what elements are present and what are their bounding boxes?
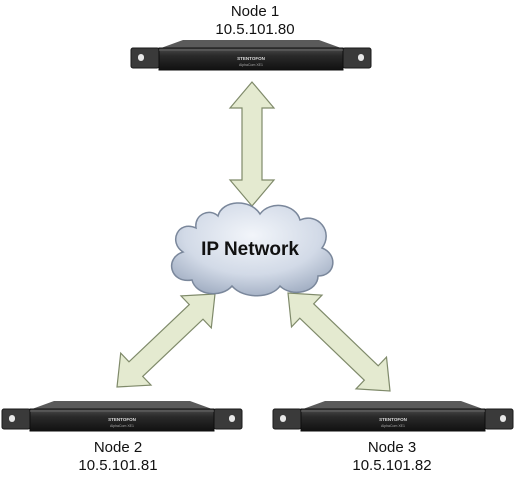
network-label: IP Network [201, 239, 299, 260]
node-2-ip: 10.5.101.81 [78, 457, 158, 474]
arrow-network-node2 [116, 293, 216, 388]
node-1-name: Node 1 [230, 3, 280, 20]
node-3-device-icon: STENTOFON AlphaCom XE1 [272, 400, 514, 432]
arrow-network-node3 [287, 292, 391, 392]
node-1-device-icon: STENTOFON AlphaCom XE1 [130, 39, 372, 71]
node-1-label: Node 1 10.5.101.80 [200, 3, 310, 39]
node-2-label: Node 2 10.5.101.81 [63, 439, 173, 475]
device-brand: STENTOFON [108, 417, 136, 422]
device-brand: STENTOFON [379, 417, 407, 422]
node-3-ip: 10.5.101.82 [352, 457, 432, 474]
arrow-node1-network [228, 81, 276, 207]
node-2-name: Node 2 [93, 439, 143, 456]
node-3-name: Node 3 [367, 439, 417, 456]
node-2-device-icon: STENTOFON AlphaCom XE1 [1, 400, 243, 432]
node-1-ip: 10.5.101.80 [215, 21, 295, 38]
node-3-label: Node 3 10.5.101.82 [337, 439, 447, 475]
cloud-icon [170, 202, 334, 297]
device-brand: STENTOFON [237, 56, 265, 61]
device-model: AlphaCom XE1 [381, 424, 405, 428]
device-model: AlphaCom XE1 [239, 63, 263, 67]
device-model: AlphaCom XE1 [110, 424, 134, 428]
